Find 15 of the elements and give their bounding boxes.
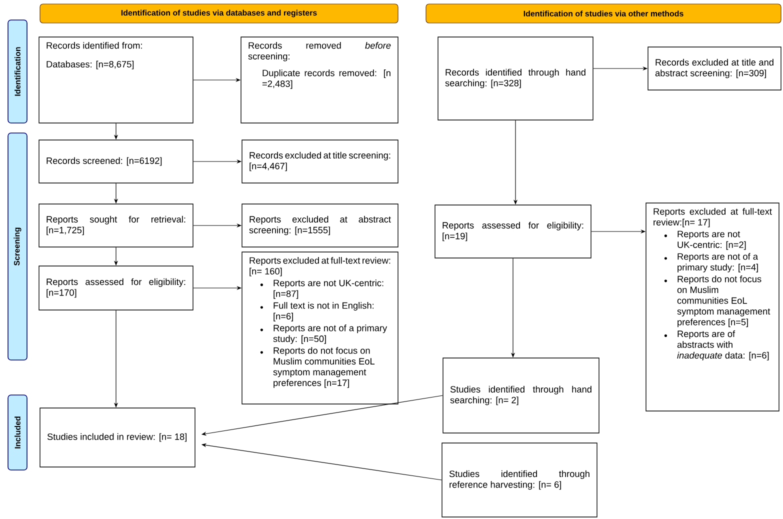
process-box: Records screened: [n=6192] bbox=[38, 140, 194, 184]
process-box: Reports excluded at abstract screening: [n=1555] bbox=[242, 204, 398, 248]
process-box: Records identified from: Databases: [n=8,675] bbox=[38, 36, 194, 124]
process-box: Studies identified through reference harvesting: [n= 6] bbox=[442, 442, 598, 518]
process-box: Records identified through hand searching: [n=328] bbox=[438, 36, 594, 120]
process-box: Reports excluded at full-text review: [n= 160] Reports are not UK-centric: [n=87] Full text is not in English: [n=6] Reports are not of a primary study: [n=50] Reports do not focus on Muslim communities EoL symptom management preferences [n=17] bbox=[242, 252, 398, 404]
process-box: Studies identified through hand searching: [n= 2] bbox=[442, 358, 600, 434]
process-box: Reports assessed for eligibility: [n=170] bbox=[38, 266, 194, 310]
process-box: Records removed before screening: Duplicate records removed: [n =2,483] bbox=[240, 36, 398, 124]
process-box: Records excluded at title and abstract screening: [n=309] bbox=[648, 46, 782, 90]
process-box: Reports excluded at full-text review:[n= 17] Reports are not UK-centric: [n=2] Reports are not of a primary study: [n=4] Reports do not focus on Muslim communities EoL symptom management preferences [n=5] Reports are of abstracts with inadequate data: [n=6] bbox=[646, 202, 780, 412]
process-box: Reports assessed for eligibility: [n=19] bbox=[434, 204, 592, 258]
process-box: Studies included in review: [n= 18] bbox=[40, 408, 196, 468]
process-box: Reports sought for retrieval: [n=1,725] bbox=[38, 204, 194, 248]
process-box: Records excluded at title screening: [n=4,467] bbox=[242, 140, 398, 184]
